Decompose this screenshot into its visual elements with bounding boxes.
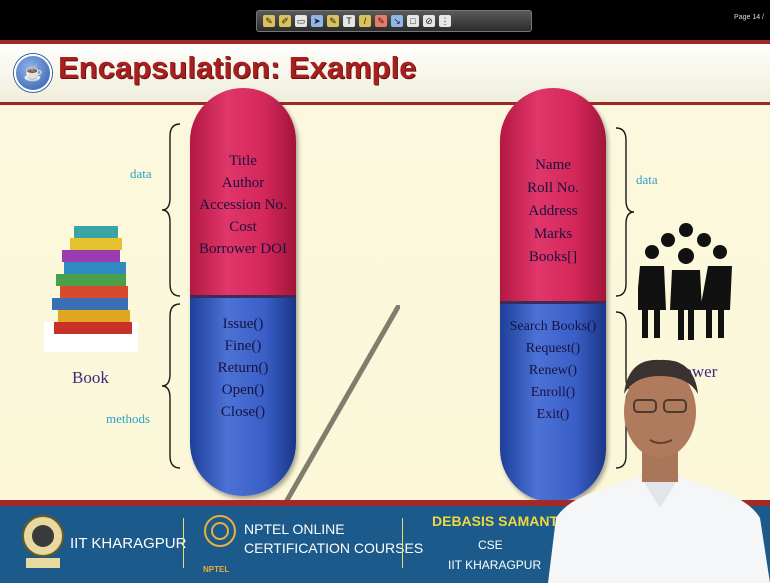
data-field: Marks <box>533 226 573 242</box>
borrower-data-fields: Name Roll No. Address Marks Books[] <box>500 154 606 269</box>
data-label-right: data <box>636 172 658 187</box>
title-underline <box>0 102 770 105</box>
method: Issue() <box>222 316 264 332</box>
text-icon[interactable]: T <box>343 15 355 27</box>
data-brace-right <box>615 127 635 297</box>
borrower-capsule: Name Roll No. Address Marks Books[] Sear… <box>500 88 606 502</box>
data-field: Books[] <box>528 249 578 265</box>
data-field: Roll No. <box>527 180 579 196</box>
pen-icon[interactable]: ✎ <box>263 15 275 27</box>
presenter-name: DEBASIS SAMANTA <box>432 513 568 529</box>
annotation-toolbar[interactable]: ✎ ✐ ▭ ➤ ✎ T / ✎ ↘ □ ⊘ ⋮ <box>256 10 532 32</box>
nptel-logo-text: NPTEL <box>203 565 230 574</box>
book-data-half <box>190 88 296 296</box>
banner-top-line <box>0 500 770 506</box>
method: Fine() <box>224 338 262 354</box>
pointer-stick-shadow <box>271 305 400 525</box>
data-field: Accession No. <box>199 197 287 213</box>
people-group-icon <box>638 223 732 340</box>
red-pen-icon[interactable]: ✎ <box>375 15 387 27</box>
data-field: Borrower DOI <box>199 241 287 257</box>
book-methods-half <box>190 296 296 496</box>
methods-brace-left <box>161 303 181 469</box>
data-label-left: data <box>130 166 152 181</box>
marker-icon[interactable]: ✎ <box>327 15 339 27</box>
menu-icon[interactable]: ⋮ <box>439 15 451 27</box>
data-field: Address <box>528 203 578 219</box>
borrower-methods-half <box>500 302 606 502</box>
data-field: Name <box>535 157 571 173</box>
method: Renew() <box>528 363 578 378</box>
line-icon[interactable]: / <box>359 15 371 27</box>
method: Close() <box>220 404 266 420</box>
data-field: Cost <box>229 219 257 235</box>
slide-title: Encapsulation: Example <box>58 50 417 85</box>
nptel-line-1: NPTEL ONLINE <box>244 521 345 537</box>
method: Request() <box>525 341 581 356</box>
shape-icon[interactable]: □ <box>407 15 419 27</box>
book-data-fields: Title Author Accession No. Cost Borrower… <box>190 150 296 260</box>
book-capsule: Title Author Accession No. Cost Borrower… <box>190 88 296 496</box>
borrower-data-half <box>500 88 606 302</box>
institute-name: IIT KHARAGPUR <box>70 535 187 552</box>
method: Exit() <box>536 407 570 422</box>
nptel-logo-icon <box>204 515 236 547</box>
clear-icon[interactable]: ⊘ <box>423 15 435 27</box>
method: Enroll() <box>530 385 576 400</box>
borrower-methods: Search Books() Request() Renew() Enroll(… <box>500 316 606 426</box>
book-methods: Issue() Fine() Return() Open() Close() <box>190 313 296 423</box>
arrow-tool-icon[interactable]: ↘ <box>391 15 403 27</box>
data-field: Title <box>229 153 257 169</box>
data-field: Author <box>221 175 265 191</box>
book-caption: Book <box>72 368 109 387</box>
method: Return() <box>217 360 269 376</box>
page-number: Page 14 / <box>734 14 764 21</box>
data-brace-left <box>161 123 181 297</box>
presenter-institute: IIT KHARAGPUR <box>448 558 542 572</box>
nptel-line-2: CERTIFICATION COURSES <box>244 540 424 556</box>
top-black-strip: ✎ ✐ ▭ ➤ ✎ T / ✎ ↘ □ ⊘ ⋮ Page 14 / <box>0 0 770 40</box>
method: Search Books() <box>509 319 597 334</box>
department: CSE <box>478 538 503 552</box>
pointer-icon[interactable]: ➤ <box>311 15 323 27</box>
eraser-icon[interactable]: ▭ <box>295 15 307 27</box>
java-icon: ☕ <box>14 54 52 92</box>
methods-label-left: methods <box>106 411 151 426</box>
presenter-video <box>548 359 770 583</box>
highlighter-icon[interactable]: ✐ <box>279 15 291 27</box>
title-band <box>0 40 770 104</box>
books-stack-icon <box>44 226 138 352</box>
iit-emblem-icon <box>22 515 64 568</box>
method: Open() <box>221 382 265 398</box>
